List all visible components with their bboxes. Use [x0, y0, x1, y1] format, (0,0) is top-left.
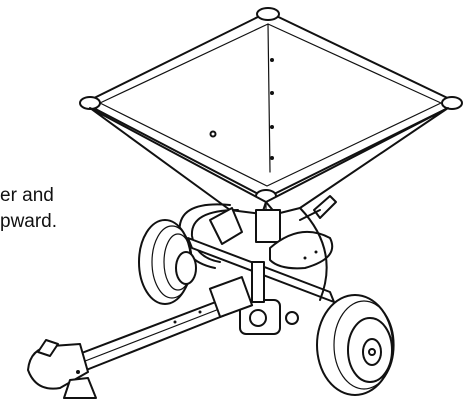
corner-cap-right — [441, 96, 463, 110]
frame-support-right — [299, 207, 328, 301]
hitch-pin — [76, 370, 80, 374]
wheel-right-tread — [333, 300, 395, 390]
hopper-rim — [83, 11, 459, 199]
wheel-right-hub — [362, 338, 382, 366]
wheel-left-hub — [175, 251, 197, 285]
mount-bracket — [209, 207, 243, 245]
tongue-bar-edge — [61, 298, 246, 371]
wheel-right — [316, 294, 395, 396]
tongue-bolt — [198, 310, 202, 314]
caption-line-1: er and — [0, 185, 54, 206]
seam-rivet — [270, 156, 274, 160]
gearbox-hub — [249, 309, 267, 327]
caption-line-2: pward. — [0, 211, 58, 232]
hitch-coupler — [27, 343, 89, 390]
seam-rivet — [270, 125, 274, 129]
gearbox-shaft — [285, 311, 299, 325]
hopper-inner-seam — [267, 23, 271, 173]
corner-cap-back — [256, 7, 280, 21]
spinner-disc — [269, 231, 334, 270]
drive-shaft — [251, 261, 265, 303]
frame-support-left-inner — [190, 209, 239, 263]
tongue-bolt — [173, 320, 177, 324]
seam-rivet — [270, 91, 274, 95]
hopper-hole — [209, 130, 217, 138]
wheel-right-nut — [368, 348, 376, 356]
spinner-dot — [303, 256, 307, 260]
hitch-latch — [37, 339, 59, 357]
control-arm — [313, 195, 337, 219]
frame — [178, 203, 335, 335]
hitch-stand — [63, 377, 97, 399]
tongue-mount-plate — [208, 276, 254, 318]
seam-rivet — [270, 58, 274, 62]
control-rod — [299, 209, 321, 221]
wheel-left — [138, 219, 197, 305]
spinner-dot — [314, 250, 318, 254]
spinner-assembly — [269, 195, 337, 270]
tow-tongue — [27, 276, 254, 399]
hopper — [79, 7, 463, 243]
hopper-throat — [255, 209, 281, 243]
hopper-rim-inner — [99, 23, 442, 187]
